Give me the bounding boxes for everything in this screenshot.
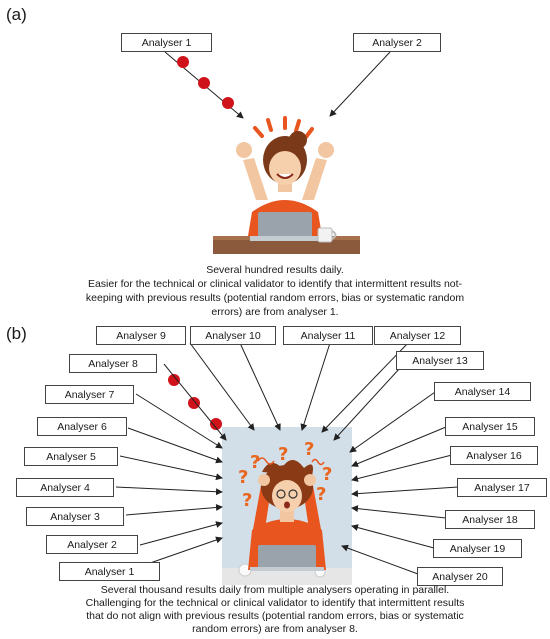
caption-line: Easier for the technical or clinical val… [87,278,463,290]
analyser-box-13: Analyser 13 [396,351,484,370]
arrow-analyser-18 [351,505,447,519]
analyser-box-a-2: Analyser 2 [353,33,441,52]
caption-line: that do not align with previous results … [86,610,464,622]
arrow-analyser-11 [300,342,331,431]
analyser-box-5: Analyser 5 [24,447,118,466]
analyser-box-19: Analyser 19 [433,539,522,558]
arrow-analyser-13 [333,367,401,441]
panel-a-caption: Several hundred results daily. Easier fo… [40,263,510,319]
analyser-box-12: Analyser 12 [374,326,461,345]
analyser-box-14: Analyser 14 [434,382,531,401]
svg-text:?: ? [238,467,248,488]
analyser-box-8: Analyser 8 [69,354,157,373]
analyser-box-1: Analyser 1 [59,562,160,581]
svg-text:?: ? [278,444,288,465]
error-dot [222,97,234,109]
analyser-box-16: Analyser 16 [450,446,538,465]
arrow-analyser-19 [351,524,435,549]
analyser-box-17: Analyser 17 [457,478,547,497]
happy-validator-illustration [213,116,360,254]
analyser-box-11: Analyser 11 [283,326,373,345]
arrow-analyser-6 [127,427,223,464]
panel-a-label: (a) [6,5,27,24]
panel-b-caption: Several thousand results daily from mult… [40,584,510,636]
stressed-validator-illustration: ? ? ? ? ? ? ? [222,439,352,585]
arrow-analyser-15 [351,426,447,467]
analyser-box-20: Analyser 20 [417,567,503,586]
analyser-box-9: Analyser 9 [96,326,186,345]
arrow-analyser-20 [341,544,419,575]
svg-text:?: ? [250,452,260,473]
error-dot [210,418,222,430]
panel-b-label: (b) [6,324,27,343]
caption-line: keeping with previous results (potential… [85,292,465,304]
caption-line: Challenging for the technical or clinica… [85,597,465,609]
arrow-analyser-2 [139,521,223,546]
arrow-analyser-5 [119,455,223,481]
caption-line: random errors) are from analyser 8. [192,623,358,635]
svg-text:?: ? [304,439,314,460]
arrow-analyser-14 [349,389,439,453]
analyser-box-3: Analyser 3 [26,507,124,526]
error-dot [198,77,210,89]
arrow-analyser-17 [351,486,459,498]
analyser-box-4: Analyser 4 [16,478,114,497]
caption-line: Several thousand results daily from mult… [100,584,450,596]
analyser-box-15: Analyser 15 [445,417,535,436]
arrow-analyser-12 [321,342,409,433]
svg-text:?: ? [322,464,332,485]
caption-line: errors) are from analyser 1. [211,306,339,318]
svg-text:?: ? [316,484,326,505]
analyser-box-a-1: Analyser 1 [121,33,212,52]
arrow-analyser-9 [189,342,255,431]
analyser-box-10: Analyser 10 [190,326,276,345]
analyser-box-2: Analyser 2 [46,535,138,554]
error-dot [168,374,180,386]
arrow-analyser-10 [239,342,281,431]
error-dot [177,56,189,68]
analyser-box-6: Analyser 6 [37,417,127,436]
analyser-box-18: Analyser 18 [445,510,535,529]
arrow-analyser-16 [351,454,453,482]
arrow-analyser-7 [135,393,223,449]
arrow-analyser-2-a [329,51,391,117]
analyser-box-7: Analyser 7 [45,385,134,404]
arrow-analyser-3 [125,504,223,516]
arrow-analyser-8 [163,363,227,441]
arrow-analyser-4 [115,486,223,496]
caption-line: Several hundred results daily. [206,264,344,276]
svg-text:?: ? [242,490,252,511]
error-dot [188,397,200,409]
